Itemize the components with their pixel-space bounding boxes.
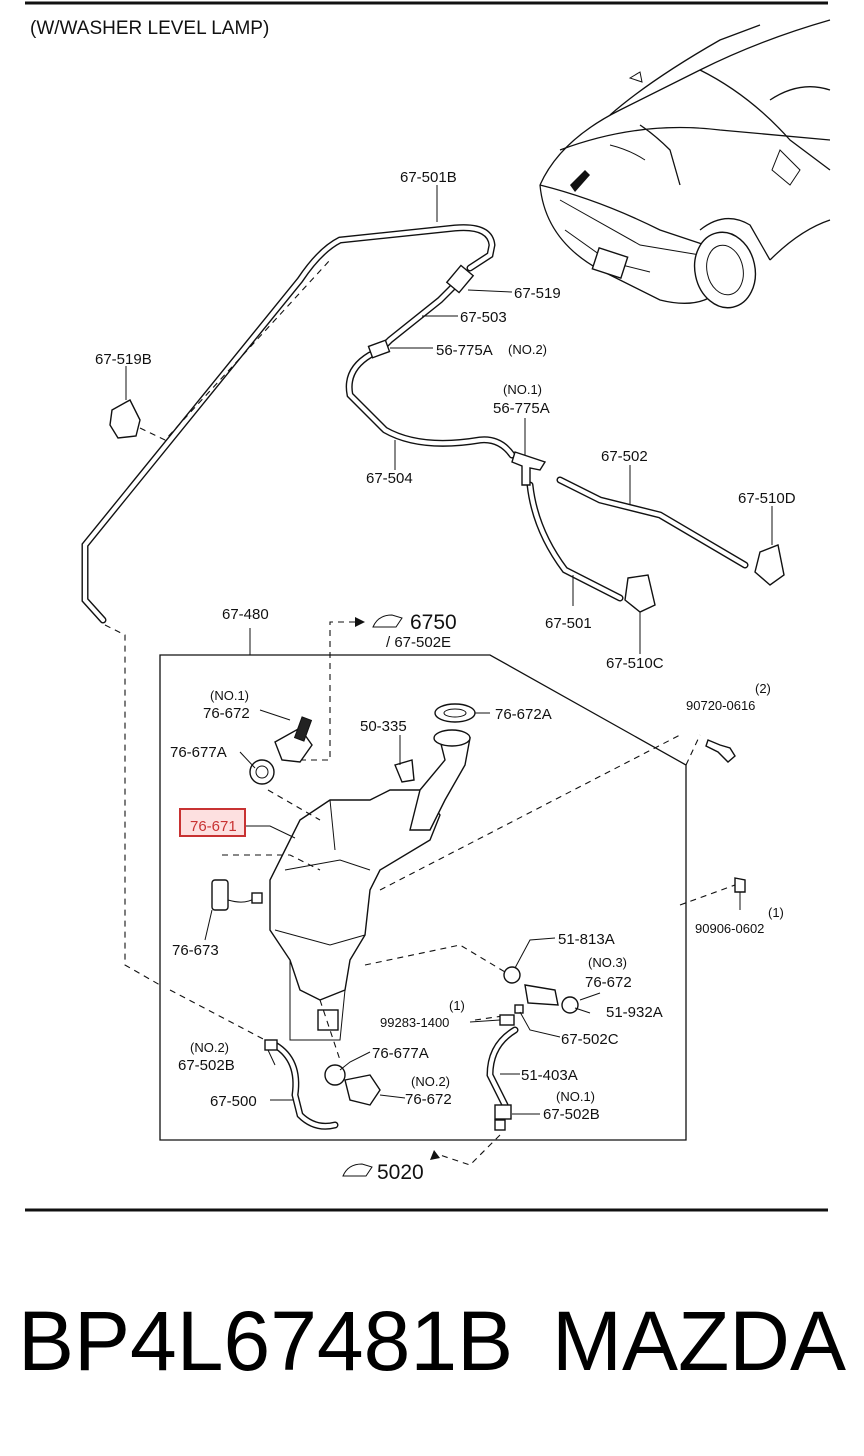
callout-67-500: 67-500 — [210, 1093, 257, 1110]
reference-6750: 6750 — [410, 611, 457, 634]
callout-67-502B-no1-qualifier: (NO.1) — [556, 1089, 595, 1104]
callout-76-672-no1: 76-672 — [203, 705, 250, 722]
callout-67-502: 67-502 — [601, 448, 648, 465]
assembly-box — [159, 654, 687, 1141]
callout-56-775A-no2: 56-775A — [436, 342, 493, 359]
quantity-2: (2) — [755, 681, 771, 696]
callout-76-677A-top: 76-677A — [170, 744, 227, 761]
callout-76-671-highlighted: 76-671 — [190, 818, 237, 835]
callout-76-672-no3-qualifier: (NO.3) — [588, 955, 627, 970]
brand-name: MAZDA — [552, 1294, 846, 1388]
callout-67-519: 67-519 — [514, 285, 561, 302]
reference-5020: 5020 — [377, 1161, 424, 1184]
callout-76-677A-bottom: 76-677A — [372, 1045, 429, 1062]
callout-51-403A: 51-403A — [521, 1067, 578, 1084]
callout-67-510C: 67-510C — [606, 655, 664, 672]
callout-67-502B-no1: 67-502B — [543, 1106, 600, 1123]
callout-51-813A: 51-813A — [558, 931, 615, 948]
callout-67-501: 67-501 — [545, 615, 592, 632]
callout-76-672-no2-qualifier: (NO.2) — [411, 1074, 450, 1089]
callout-76-672A: 76-672A — [495, 706, 552, 723]
quantity-1-top: (1) — [768, 905, 784, 920]
callout-67-510D: 67-510D — [738, 490, 796, 507]
car-illustration — [539, 19, 831, 309]
callout-67-519B: 67-519B — [95, 351, 152, 368]
callout-67-501B: 67-501B — [400, 169, 457, 186]
callout-56-775A-no1: 56-775A — [493, 400, 550, 417]
callout-labels: 67-501B 67-519 67-503 56-775A (NO.2) 67-… — [95, 169, 796, 1184]
part-number: BP4L67481B — [18, 1294, 513, 1388]
reference-6750-sub: / 67-502E — [386, 634, 451, 651]
callout-67-502C: 67-502C — [561, 1031, 619, 1048]
callout-50-335: 50-335 — [360, 718, 407, 735]
callout-76-672-no2: 76-672 — [405, 1091, 452, 1108]
callout-90906-0602: 90906-0602 — [695, 921, 764, 936]
callout-67-502B-no2-qualifier: (NO.2) — [190, 1040, 229, 1055]
callout-56-775A-no2-qualifier: (NO.2) — [508, 342, 547, 357]
callout-76-672-no3: 76-672 — [585, 974, 632, 991]
callout-67-504: 67-504 — [366, 470, 413, 487]
callout-67-503: 67-503 — [460, 309, 507, 326]
reference-arrow-icon-6750 — [372, 614, 403, 628]
callout-90720-0616: 90720-0616 — [686, 698, 755, 713]
callout-76-673: 76-673 — [172, 942, 219, 959]
callout-99283-1400: 99283-1400 — [380, 1015, 449, 1030]
callout-51-932A: 51-932A — [606, 1004, 663, 1021]
callout-56-775A-no1-qualifier: (NO.1) — [503, 382, 542, 397]
callout-67-502B-no2: 67-502B — [178, 1057, 235, 1074]
quantity-1-mid: (1) — [449, 998, 465, 1013]
highlight-box — [179, 808, 246, 837]
diagram-header: (W/WASHER LEVEL LAMP) — [30, 18, 269, 39]
callout-76-672-no1-qualifier: (NO.1) — [210, 688, 249, 703]
callout-67-480: 67-480 — [222, 606, 269, 623]
reference-arrow-icon-5020 — [342, 1163, 373, 1177]
